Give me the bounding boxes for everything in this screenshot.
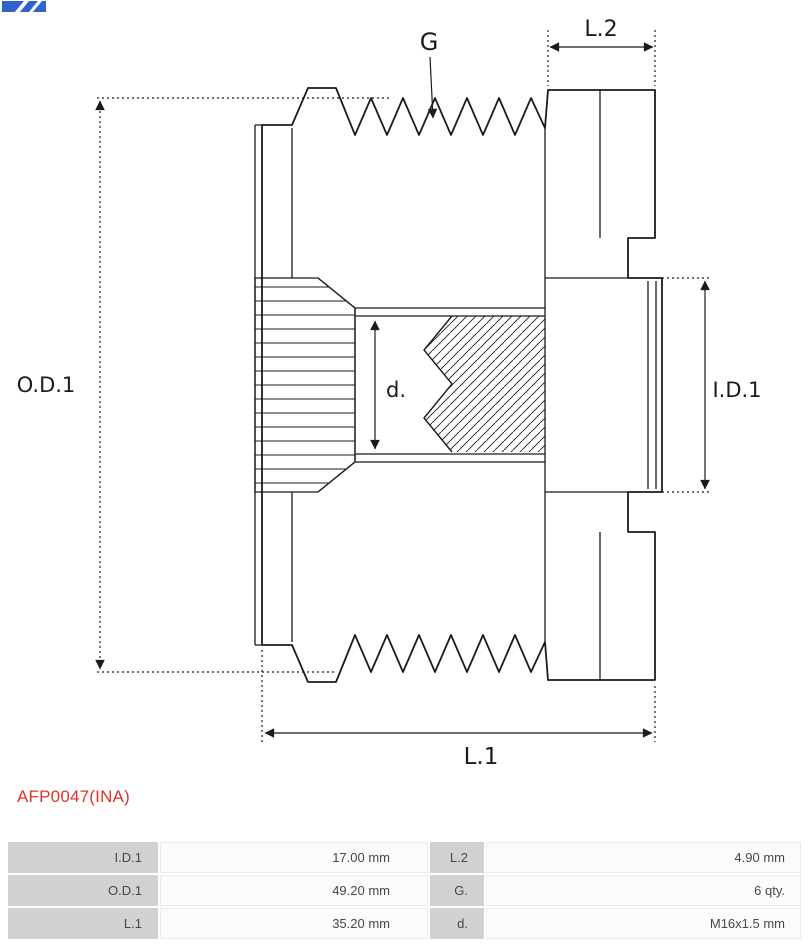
spec-label-g: G. [430,875,484,906]
spec-value-l1: 35.20 mm [160,908,428,939]
id1-dimension [662,277,712,493]
spec-value-d: M16x1.5 mm [486,908,801,939]
part-number[interactable]: AFP0047(INA) [17,787,130,806]
pulley-technical-drawing: G L.2 O.D.1 I.D.1 d. L.1 [17,17,762,770]
od1-dimension [95,97,390,673]
spec-value-g: 6 qty. [486,875,801,906]
threaded-bore-section [423,315,545,453]
spec-label-od1: O.D.1 [8,875,158,906]
knurled-section [254,277,356,493]
spec-table: I.D.1 17.00 mm L.2 4.90 mm O.D.1 49.20 m… [8,842,801,939]
spec-label-d: d. [430,908,484,939]
l1-dimension [261,650,656,742]
spec-label-l1: L.1 [8,908,158,939]
id1-label: I.D.1 [712,378,761,402]
od1-label: O.D.1 [17,373,76,397]
g-pointer [427,56,438,119]
l2-dimension [547,30,656,86]
l1-label: L.1 [464,744,499,770]
d-label: d. [386,378,406,402]
spec-value-id1: 17.00 mm [160,842,428,873]
spec-label-l2: L.2 [430,842,484,873]
dimension-lines [95,30,712,742]
as-pl-logo-icon [2,1,46,12]
l2-label: L.2 [584,17,617,42]
as-pl-logo-fragment [2,0,46,12]
spec-value-l2: 4.90 mm [486,842,801,873]
spec-value-od1: 49.20 mm [160,875,428,906]
spec-label-id1: I.D.1 [8,842,158,873]
g-label: G [420,28,439,56]
